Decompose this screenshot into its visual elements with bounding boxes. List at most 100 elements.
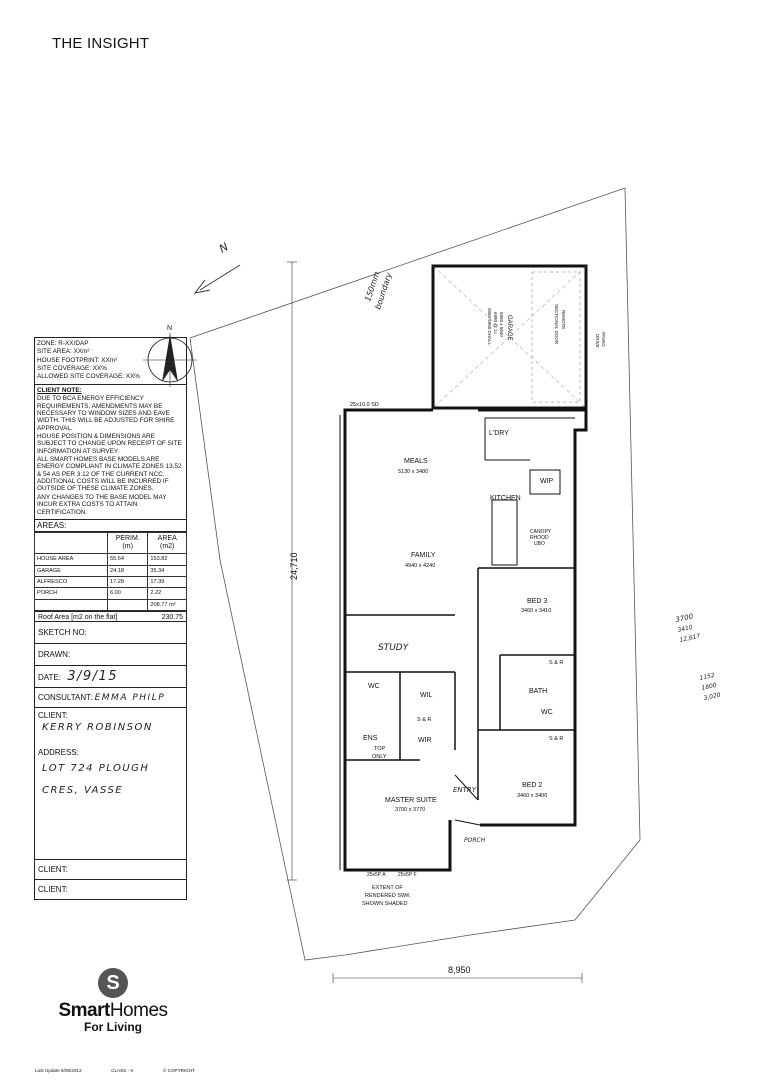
svg-text:S & R: S & R <box>549 736 563 742</box>
room-wc-1: WC <box>368 683 380 690</box>
svg-text:6980 @ 1c: 6980 @ 1c <box>493 312 498 335</box>
total-row: 208.77 m² <box>34 598 187 612</box>
svg-text:DRIVE: DRIVE <box>595 334 600 348</box>
svg-text:25x10.0 SD: 25x10.0 SD <box>350 402 379 408</box>
site-coverage-text: SITE COVERAGE: XX% <box>37 365 107 373</box>
client-note-1: DUE TO BCA ENERGY EFFICIENCY REQUIREMENT… <box>37 395 175 432</box>
room-laundry: L'DRY <box>489 430 509 437</box>
address-label: ADDRESS: <box>38 747 79 757</box>
svg-text:RHOOD: RHOOD <box>530 535 549 541</box>
lot-boundary <box>189 187 641 961</box>
svg-text:CANOPY: CANOPY <box>530 529 552 535</box>
room-bath: BATH <box>529 688 547 695</box>
total-area: 208.77 m² <box>147 598 187 612</box>
svg-text:5130 x 3480: 5130 x 3480 <box>398 469 428 475</box>
room-family: FAMILY <box>411 552 436 559</box>
logo-mark-icon: S <box>98 968 128 998</box>
col-area: AREA (m2) <box>147 532 187 555</box>
client-row-2: CLIENT: <box>34 860 187 881</box>
col-perim: PERIM. (m) <box>106 532 149 555</box>
svg-text:S & R: S & R <box>549 660 563 666</box>
svg-text:ONLY: ONLY <box>372 754 387 760</box>
client-label-2: CLIENT: <box>38 865 68 875</box>
client-address-box: CLIENT: KERRY ROBINSON ADDRESS: LOT 724 … <box>34 708 187 861</box>
date-row: DATE: 3/9/15 <box>34 666 187 689</box>
north-arrow-line <box>199 264 241 291</box>
client-note-2: HOUSE POSITION & DIMENSIONS ARE SUBJECT … <box>37 432 182 455</box>
svg-text:RENDERED SWK: RENDERED SWK <box>365 893 410 899</box>
client-label: CLIENT: <box>38 711 68 721</box>
info-panel: ZONE: R-XX/DAP SITE AREA: XXm² HOUSE FOO… <box>34 337 187 901</box>
svg-text:3700: 3700 <box>675 612 695 624</box>
svg-text:3460 x 3400: 3460 x 3400 <box>517 793 547 799</box>
sketch-no-row: SKETCH NO: <box>34 622 187 645</box>
svg-text:TOP: TOP <box>374 746 386 752</box>
room-wip: WIP <box>540 478 554 485</box>
room-ensuite: ENS <box>363 735 378 742</box>
site-area-text: SITE AREA: XXm² <box>37 348 90 356</box>
drawing-title: THE INSIGHT <box>52 35 150 52</box>
svg-text:4940 x 4240: 4940 x 4240 <box>405 563 435 569</box>
address-line-1: LOT 724 PLOUGH <box>42 763 150 775</box>
sketch-no-label: SKETCH NO: <box>38 628 87 638</box>
footer: Last Update 6/09/2013 CLASS - X © COPYRI… <box>35 1068 195 1073</box>
north-arrow-label: N <box>217 240 231 255</box>
footer-copyright: © COPYRIGHT <box>163 1068 195 1073</box>
svg-text:12,617: 12,617 <box>679 633 701 644</box>
client-row-3: CLIENT: <box>34 880 187 901</box>
client-note-4: ANY CHANGES TO THE BASE MODEL MAY INCUR … <box>37 493 167 516</box>
svg-text:REMOTE: REMOTE <box>561 310 566 329</box>
svg-text:PAVED: PAVED <box>601 332 606 347</box>
svg-text:9950 6960 DHALL: 9950 6960 DHALL <box>487 308 492 346</box>
svg-text:GARAGE: GARAGE <box>506 315 512 341</box>
footer-class: CLASS - X <box>111 1068 134 1073</box>
house-walls <box>339 408 588 872</box>
client-notes: CLIENT NOTE: DUE TO BCA ENERGY EFFICIENC… <box>34 384 187 520</box>
drawn-label: DRAWN: <box>38 650 71 660</box>
width-dimension: 8,950 <box>448 965 471 975</box>
allowed-coverage-text: ALLOWED SITE COVERAGE: XX% <box>37 373 140 381</box>
svg-text:3700 x 3770: 3700 x 3770 <box>395 807 425 813</box>
svg-text:25x5P F: 25x5P F <box>398 872 417 878</box>
garage: GARAGE 5950 x 5940 6980 @ 1c 9950 6960 D… <box>431 264 606 410</box>
extent-note: EXTENT OF <box>372 885 403 891</box>
room-bed2: BED 2 <box>522 782 542 789</box>
roof-area-label: Roof Area [m2 on the flat] <box>38 614 118 622</box>
consultant-row: CONSULTANT: EMMA PHILP <box>34 688 187 709</box>
room-meals: MEALS <box>404 458 428 465</box>
room-entry: ENTRY <box>453 786 477 794</box>
logo-brand: SmartHomes <box>58 1000 168 1021</box>
zone-text: ZONE: R-XX/DAP <box>37 340 89 347</box>
drawn-row: DRAWN: <box>34 644 187 667</box>
room-wil: WIL <box>420 692 433 699</box>
client-label-3: CLIENT: <box>38 885 68 895</box>
address-line-2: CRES, VASSE <box>42 784 124 796</box>
room-wir: WIR <box>418 737 432 744</box>
svg-text:1152: 1152 <box>699 672 716 682</box>
smart-homes-logo: S SmartHomes For Living <box>38 968 188 1034</box>
svg-text:5950 x 5940: 5950 x 5940 <box>499 312 504 337</box>
svg-text:S & R: S & R <box>417 717 431 723</box>
svg-text:3410: 3410 <box>677 624 694 634</box>
roof-area-value: 230.75 <box>161 614 183 622</box>
room-wc-2: WC <box>541 709 553 716</box>
room-bed3: BED 3 <box>527 598 547 605</box>
date-value: 3/9/15 <box>67 669 119 685</box>
room-study: STUDY <box>378 643 410 653</box>
client-note-3: ALL SMART HOMES BASE MODELS ARE ENERGY C… <box>37 456 182 493</box>
date-label: DATE: <box>38 673 61 683</box>
consultant-label: CONSULTANT: <box>38 693 93 703</box>
svg-text:1800: 1800 <box>701 682 718 692</box>
north-arrow-head <box>193 279 211 294</box>
house-footprint-text: HOUSE FOOTPRINT: XXm² <box>37 356 118 364</box>
client-note-heading: CLIENT NOTE: <box>37 386 82 394</box>
svg-text:SECTIONAL DOOR: SECTIONAL DOOR <box>554 304 559 345</box>
consultant-value: EMMA PHILP <box>94 693 166 704</box>
svg-text:25x5P A: 25x5P A <box>367 872 386 878</box>
room-porch: PORCH <box>464 837 486 844</box>
svg-text:N: N <box>167 325 172 332</box>
